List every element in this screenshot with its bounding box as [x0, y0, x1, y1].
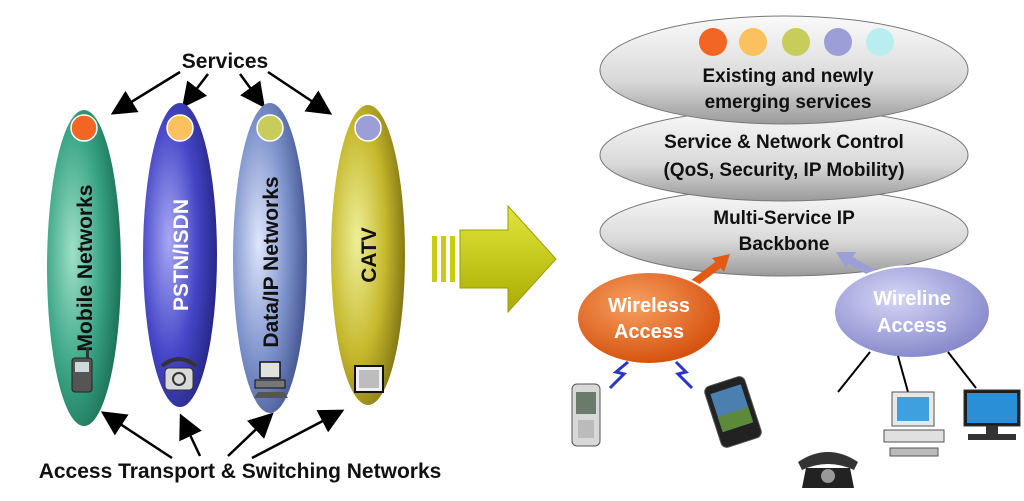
- wireless-access-node: Wireless Access: [576, 271, 722, 365]
- access-arrows: [100, 409, 345, 460]
- control-layer: Service & Network Control (QoS, Security…: [599, 108, 969, 202]
- computer-icon: [254, 361, 288, 398]
- services-layer-line2: emerging services: [705, 92, 872, 113]
- data-service-dot: [256, 114, 284, 142]
- television-icon: [354, 365, 384, 393]
- mobile-service-dot: [70, 114, 98, 142]
- data-ip-networks-ellipse: Data/IP Networks: [233, 103, 307, 413]
- services-layer-line1: Existing and newly: [702, 66, 873, 87]
- backbone-line1: Multi-Service IP: [713, 208, 855, 229]
- data-ip-networks-label: Data/IP Networks: [260, 176, 283, 347]
- rotary-telephone-icon: [798, 452, 858, 488]
- catv-ellipse: CATV: [331, 105, 405, 405]
- laptop-monitor-icon: [963, 389, 1021, 440]
- catv-label: CATV: [358, 227, 381, 283]
- catv-service-dot: [354, 114, 382, 142]
- control-line2: (QoS, Security, IP Mobility): [663, 160, 904, 181]
- desktop-computer-icon: [883, 391, 945, 457]
- wireless-line2: Access: [614, 321, 684, 343]
- service-dot-2: [739, 28, 767, 56]
- pstn-isdn-ellipse: PSTN/ISDN: [143, 103, 217, 407]
- smartphone-icon: [704, 376, 762, 448]
- service-dot-5: [866, 28, 894, 56]
- pda-phone-icon: [571, 383, 601, 447]
- control-line1: Service & Network Control: [664, 132, 904, 153]
- backbone-line2: Backbone: [739, 234, 830, 255]
- mobile-phone-icon: [71, 348, 93, 393]
- wireline-cables: [837, 351, 977, 393]
- wireless-signal-icon: [608, 360, 694, 390]
- mobile-networks-label: Mobile Networks: [74, 185, 97, 352]
- service-dot-3: [782, 28, 810, 56]
- wireline-access-node: Wireline Access: [833, 265, 991, 359]
- access-transport-label: Access Transport & Switching Networks: [39, 460, 442, 483]
- wireline-line2: Access: [877, 315, 947, 337]
- wireless-line1: Wireless: [608, 295, 690, 317]
- transition-arrow-icon: [432, 204, 557, 314]
- services-label: Services: [182, 50, 268, 73]
- services-arrows: [110, 70, 333, 115]
- backbone-layer: Multi-Service IP Backbone: [599, 187, 969, 277]
- service-dot-4: [824, 28, 852, 56]
- mobile-networks-ellipse: Mobile Networks: [47, 110, 121, 426]
- wireline-line1: Wireline: [873, 288, 951, 310]
- service-dot-1: [699, 28, 727, 56]
- pstn-isdn-label: PSTN/ISDN: [170, 199, 193, 311]
- telephone-icon: [160, 357, 198, 391]
- pstn-service-dot: [166, 114, 194, 142]
- services-layer: Existing and newly emerging services: [599, 15, 969, 125]
